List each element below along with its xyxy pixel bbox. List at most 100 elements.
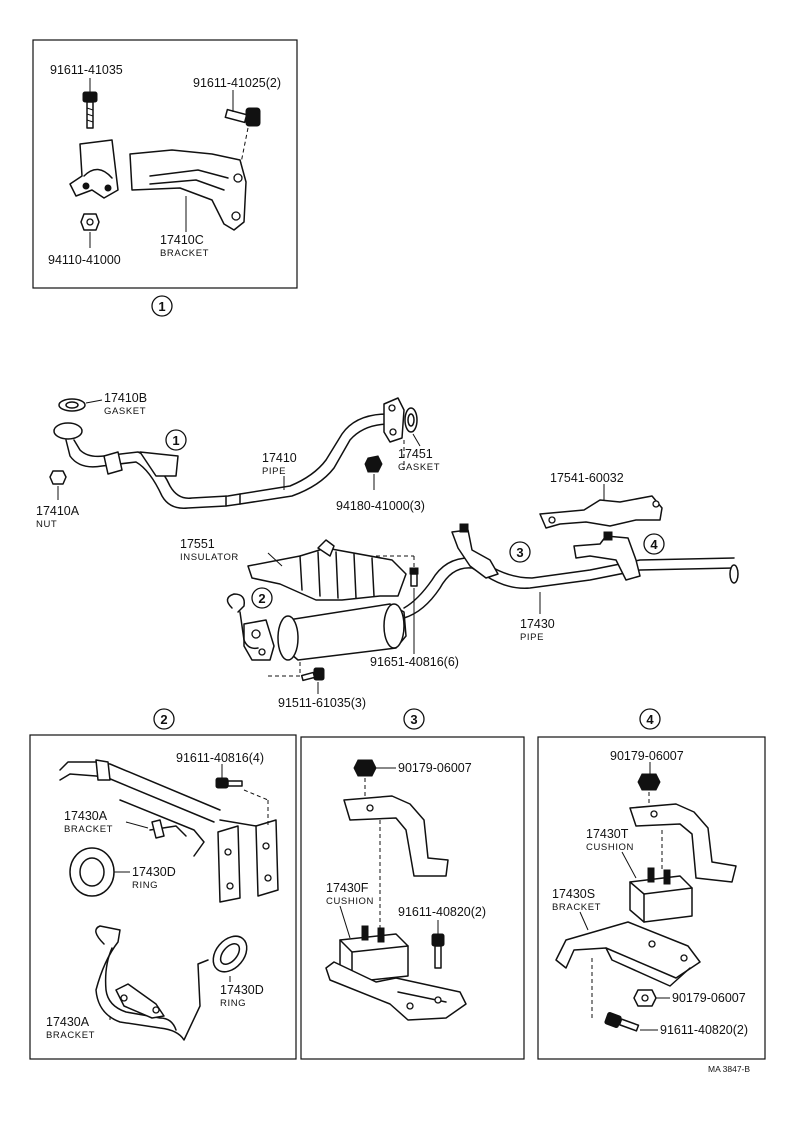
callout-2-badge: 2 — [251, 587, 273, 609]
callout-3-badge: 3 — [509, 541, 531, 563]
muffler-tailpipe-17430-part — [243, 557, 739, 677]
nut-rear-number: 94180-41000(3) — [336, 499, 425, 513]
cushion-17430f-part — [339, 905, 409, 983]
gasket-rear-number: 17451 — [398, 447, 433, 461]
view-3-number-badge: 3 — [403, 708, 425, 730]
hanger-bracket-number: 17541-60032 — [550, 471, 624, 485]
view-3-number: 3 — [410, 712, 417, 727]
bolt-muffler-number: 91511-61035(3) — [278, 696, 366, 710]
bracket-17430s-part — [555, 911, 701, 1018]
gasket-17410b-part — [58, 398, 103, 412]
view1-bracket-name: BRACKET — [160, 248, 209, 259]
tail-pipe-name: PIPE — [520, 632, 544, 643]
tailpipe-hanger-3-part — [451, 523, 499, 579]
callout-1-label: 1 — [172, 433, 179, 448]
clamp-part — [69, 139, 119, 199]
view-2-number: 2 — [160, 712, 167, 727]
nut-90179-06007-v3-part — [353, 759, 396, 800]
view-1-panel: 91611-41035 91611-41025(2) 17410C BRACKE… — [32, 39, 298, 289]
bolt-91611-41035-part — [82, 78, 98, 129]
view-1-number-badge: 1 — [151, 295, 173, 317]
view4-bracket-name: BRACKET — [552, 902, 601, 913]
cushion-17430t-part — [621, 851, 693, 923]
tail-pipe-number: 17430 — [520, 617, 555, 631]
bracket-17430a-upper-part — [59, 759, 279, 903]
view4-cushion-number: 17430T — [586, 827, 629, 841]
view3-cushion-number: 17430F — [326, 881, 369, 895]
ring-17430d-right-part — [212, 935, 248, 982]
view3-cushion-name: CUSHION — [326, 896, 374, 907]
view3-bolt-number: 91611-40820(2) — [398, 905, 486, 919]
view4-bolt-number: 91611-40820(2) — [660, 1023, 748, 1037]
view-2-panel: 17430A BRACKET 91611-40816(4) 17430D RIN… — [29, 734, 297, 1060]
gasket-front-number: 17410B — [104, 391, 147, 405]
view-4-number: 4 — [646, 712, 654, 727]
nut-90179-06007-v4-top-part — [637, 762, 661, 806]
rubber-ring-part — [226, 593, 259, 650]
callout-1-badge: 1 — [165, 429, 187, 451]
document-reference: MA 3847-B — [708, 1064, 750, 1074]
front-pipe-name: PIPE — [262, 466, 286, 477]
nut-front-name: NUT — [36, 519, 57, 530]
callout-2-label: 2 — [258, 591, 265, 606]
view-2-frame — [29, 734, 297, 1060]
gasket-front-name: GASKET — [104, 406, 146, 417]
view1-nut-number: 94110-41000 — [48, 253, 121, 267]
bolt-91611-40816-part — [215, 764, 269, 826]
view2-bolt-number: 91611-40816(4) — [176, 751, 264, 765]
view1-bolt-b-number: 91611-41025(2) — [193, 76, 281, 90]
ring-17430d-left-part — [69, 847, 130, 897]
view-1-number: 1 — [158, 299, 165, 314]
bracket-17430a-lower-part — [95, 925, 209, 1041]
view1-bracket-number: 17410C — [160, 233, 204, 247]
gasket-17451-part — [403, 407, 421, 470]
gasket-rear-name: GASKET — [398, 462, 440, 473]
view-3-frame — [300, 736, 525, 1060]
bolt-91651-40816-part — [409, 567, 419, 654]
insulator-name: INSULATOR — [180, 552, 239, 563]
insulator-17551-part — [247, 539, 415, 601]
view-4-panel: 90179-06007 17430T CUSHION 17430S — [537, 736, 766, 1060]
view-4-number-badge: 4 — [639, 708, 661, 730]
hanger-bracket-17541-part — [539, 484, 663, 529]
callout-4-badge: 4 — [643, 533, 665, 555]
nut-94110-41000-part — [80, 213, 100, 248]
view4-bracket-number: 17430S — [552, 887, 595, 901]
view-2-number-badge: 2 — [153, 708, 175, 730]
bolt-91611-40820-v3-part — [431, 920, 445, 969]
insulator-number: 17551 — [180, 537, 215, 551]
view-1-frame — [32, 39, 298, 289]
view2-bracket-b-name: BRACKET — [46, 1030, 95, 1041]
view3-hanger-part — [343, 795, 449, 928]
bolt-91611-41025-part — [224, 90, 261, 169]
tailpipe-hanger-4-part — [573, 531, 641, 581]
nut-17410a-part — [49, 470, 67, 500]
view2-bracket-a-number: 17430A — [64, 809, 108, 823]
view4-hanger-part — [629, 803, 737, 883]
view4-nut-bottom-number: 90179-06007 — [672, 991, 746, 1005]
callout-3-label: 3 — [516, 545, 523, 560]
view4-nut-top-number: 90179-06007 — [610, 749, 684, 763]
front-pipe-17410-part — [53, 397, 405, 509]
callout-4-label: 4 — [650, 537, 658, 552]
view2-ring-b-name: RING — [220, 998, 246, 1009]
bolt-91511-61035-part — [300, 667, 325, 694]
nut-90179-06007-v4-bottom-part — [633, 989, 670, 1007]
view3-lower-bracket-part — [325, 961, 467, 1021]
view-3-panel: 90179-06007 17430F CUSHION — [300, 736, 525, 1060]
view2-ring-b-number: 17430D — [220, 983, 264, 997]
view2-ring-a-number: 17430D — [132, 865, 176, 879]
front-pipe-number: 17410 — [262, 451, 297, 465]
view4-cushion-name: CUSHION — [586, 842, 634, 853]
view2-bracket-a-name: BRACKET — [64, 824, 113, 835]
view-4-frame — [537, 736, 766, 1060]
view2-ring-a-name: RING — [132, 880, 158, 891]
main-assembly: 17410B GASKET 17410 PIPE 17410A NUT — [36, 391, 739, 710]
bracket-17410c-part — [129, 149, 247, 232]
view1-bolt-a-number: 91611-41035 — [50, 63, 123, 77]
bolt-91611-40820-v4-part — [604, 1012, 658, 1032]
view3-nut-number: 90179-06007 — [398, 761, 472, 775]
nut-front-number: 17410A — [36, 504, 80, 518]
nut-94180-41000-part — [364, 455, 383, 490]
